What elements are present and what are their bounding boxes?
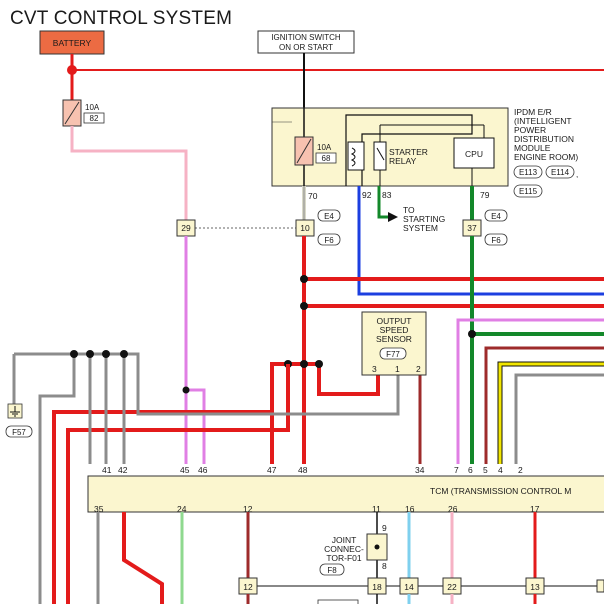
joint-10: 10 — [295, 219, 315, 237]
svg-text:F8: F8 — [327, 566, 337, 575]
svg-text:8: 8 — [382, 561, 387, 571]
svg-text:DISTRIBUTION: DISTRIBUTION — [514, 134, 574, 144]
svg-text:42: 42 — [118, 465, 128, 475]
svg-text:,: , — [576, 170, 578, 179]
svg-text:12: 12 — [243, 582, 253, 592]
svg-text:E4: E4 — [324, 212, 334, 221]
ref-e4-f6-right: E4 F6 — [484, 209, 508, 246]
svg-text:IGNITION SWITCH: IGNITION SWITCH — [271, 33, 341, 42]
svg-text:E113: E113 — [519, 168, 538, 177]
svg-text:45: 45 — [180, 465, 190, 475]
svg-text:CPU: CPU — [465, 149, 483, 159]
svg-text:10A: 10A — [85, 103, 100, 112]
svg-text:22: 22 — [447, 582, 457, 592]
ref-e4-f6-left: E4 F6 — [317, 209, 341, 246]
battery-supply-wire — [67, 54, 604, 100]
svg-text:7: 7 — [454, 465, 459, 475]
svg-text:5: 5 — [483, 465, 488, 475]
battery: BATTERY — [39, 30, 105, 55]
svg-text:1: 1 — [395, 364, 400, 374]
svg-text:4: 4 — [498, 465, 503, 475]
svg-text:29: 29 — [181, 223, 191, 233]
svg-text:F57: F57 — [12, 428, 26, 437]
tcm-module: TCM (TRANSMISSION CONTROL M — [87, 475, 604, 513]
svg-text:17: 17 — [530, 504, 540, 514]
wiring-below-tcm — [96, 512, 600, 604]
svg-text:ENGINE ROOM): ENGINE ROOM) — [514, 152, 578, 162]
svg-text:F6: F6 — [491, 236, 501, 245]
svg-text:18: 18 — [372, 582, 382, 592]
svg-text:(INTELLIGENT: (INTELLIGENT — [514, 116, 572, 126]
svg-text:48: 48 — [298, 465, 308, 475]
svg-text:TO: TO — [403, 205, 415, 215]
joint-37: 37 — [462, 219, 482, 237]
ipdm-cpu: CPU — [453, 125, 495, 186]
svg-text:POWER: POWER — [514, 125, 546, 135]
svg-text:12: 12 — [243, 504, 253, 514]
svg-text:16: 16 — [405, 504, 415, 514]
svg-text:RELAY: RELAY — [389, 156, 417, 166]
svg-text:TCM (TRANSMISSION CONTROL M: TCM (TRANSMISSION CONTROL M — [430, 486, 571, 496]
svg-text:SENSOR: SENSOR — [376, 334, 412, 344]
tcm-bottom-pins: 35 24 12 11 16 26 17 — [94, 504, 540, 514]
svg-text:F6: F6 — [324, 236, 334, 245]
svg-text:JOINT: JOINT — [332, 535, 357, 545]
output-speed-sensor: OUTPUT SPEED SENSOR F77 3 1 2 — [361, 311, 427, 376]
svg-text:F77: F77 — [386, 350, 400, 359]
svg-text:11: 11 — [372, 504, 381, 514]
svg-text:SYSTEM: SYSTEM — [403, 223, 438, 233]
svg-text:68: 68 — [322, 154, 331, 163]
ipdm-label: IPDM E/R (INTELLIGENT POWER DISTRIBUTION… — [513, 107, 578, 198]
svg-text:E4: E4 — [491, 212, 501, 221]
svg-text:79: 79 — [480, 190, 490, 200]
svg-text:35: 35 — [94, 504, 104, 514]
wiring-harness — [12, 236, 604, 604]
ground-symbol-icon: F57 — [5, 403, 33, 438]
svg-text:13: 13 — [530, 582, 540, 592]
svg-text:2: 2 — [416, 364, 421, 374]
wire-blue — [357, 186, 604, 296]
svg-text:OUTPUT: OUTPUT — [377, 316, 412, 326]
tcm-top-pins: 41 42 45 46 47 48 34 7 6 5 4 2 — [102, 465, 523, 475]
svg-text:2: 2 — [518, 465, 523, 475]
svg-text:CONNEC-: CONNEC- — [324, 544, 364, 554]
svg-text:3: 3 — [372, 364, 377, 374]
svg-text:10: 10 — [300, 223, 310, 233]
svg-text:10A: 10A — [317, 143, 332, 152]
diagram-title: CVT CONTROL SYSTEM — [10, 8, 232, 29]
svg-text:STARTING: STARTING — [403, 214, 445, 224]
svg-text:46: 46 — [198, 465, 208, 475]
svg-text:STARTER: STARTER — [389, 147, 428, 157]
fuse-82: 10A 82 — [62, 99, 105, 127]
ipdm-er-module: 10A 68 STARTER RELAY CPU — [271, 107, 509, 187]
svg-text:BATTERY: BATTERY — [53, 38, 92, 48]
svg-text:92: 92 — [362, 190, 372, 200]
svg-text:14: 14 — [404, 582, 414, 592]
svg-text:34: 34 — [415, 465, 425, 475]
svg-text:37: 37 — [467, 223, 477, 233]
svg-text:24: 24 — [177, 504, 187, 514]
svg-text:9: 9 — [382, 523, 387, 533]
svg-text:26: 26 — [448, 504, 458, 514]
svg-text:E115: E115 — [519, 187, 538, 196]
svg-text:83: 83 — [382, 190, 392, 200]
svg-text:41: 41 — [102, 465, 112, 475]
svg-text:IPDM E/R: IPDM E/R — [514, 107, 552, 117]
svg-text:6: 6 — [468, 465, 473, 475]
bottom-terminals: 12 18 14 22 13 — [238, 577, 604, 604]
joint-29: 29 — [176, 219, 196, 237]
svg-text:MODULE: MODULE — [514, 143, 551, 153]
svg-text:82: 82 — [90, 114, 99, 123]
ignition-switch-label: IGNITION SWITCH ON OR START — [257, 30, 355, 54]
svg-text:70: 70 — [308, 191, 318, 201]
svg-text:E114: E114 — [551, 168, 570, 177]
svg-text:TOR-F01: TOR-F01 — [326, 553, 362, 563]
joint-connector-f01: 9 8 JOINT CONNEC- TOR-F01 F8 — [319, 523, 388, 576]
svg-text:47: 47 — [267, 465, 277, 475]
svg-text:ON OR START: ON OR START — [279, 43, 333, 52]
svg-text:SPEED: SPEED — [380, 325, 409, 335]
starter-relay: STARTER RELAY — [345, 114, 484, 186]
to-starting-arrow-icon — [388, 212, 398, 222]
